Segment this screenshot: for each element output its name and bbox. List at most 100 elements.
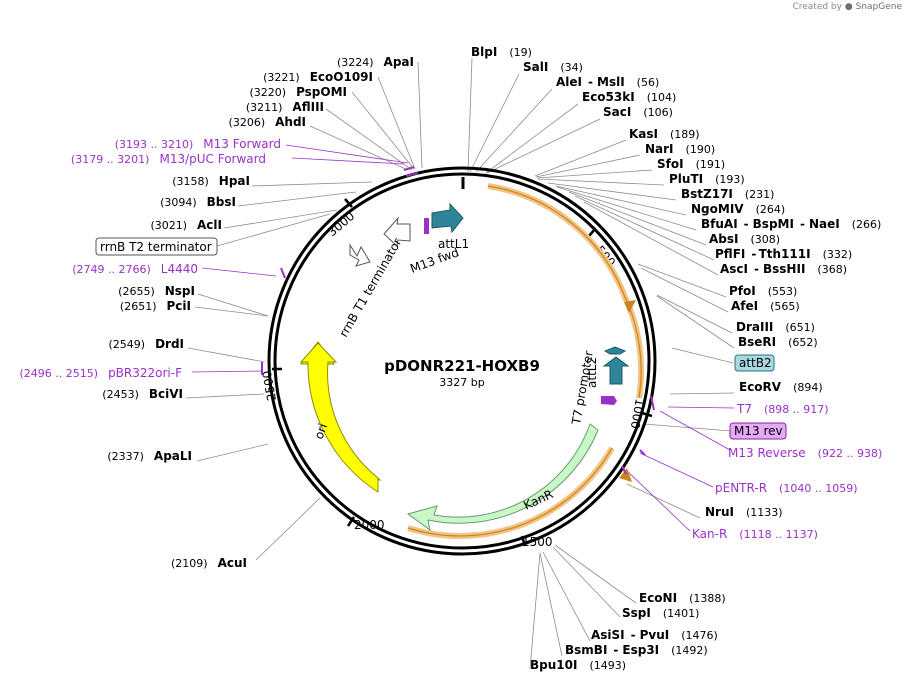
site-pcii[interactable]: PciI — [167, 299, 192, 313]
primer-m13-reverse[interactable]: M13 Reverse — [728, 446, 806, 460]
snapgene-logo-icon: ● — [844, 2, 853, 12]
site-nrui[interactable]: NruI — [705, 505, 734, 519]
svg-text:(3206)AhdI: (3206)AhdI — [229, 115, 306, 129]
site-pvui[interactable]: PvuI — [640, 628, 670, 642]
svg-text:AscI-BssHII(368): AscI-BssHII(368) — [720, 262, 847, 276]
m13-rev-box[interactable] — [729, 422, 787, 440]
site-bsshii[interactable]: BssHII — [763, 262, 805, 276]
site-tth111i[interactable]: Tth111I — [759, 247, 811, 261]
site-afliii[interactable]: AflIII — [292, 100, 324, 114]
site-acli[interactable]: AclI — [197, 218, 222, 232]
site-naei[interactable]: NaeI — [809, 217, 840, 231]
site-saci[interactable]: SacI — [603, 105, 631, 119]
site-bcivi[interactable]: BciVI — [149, 387, 183, 401]
site-asisi[interactable]: AsiSI — [591, 628, 625, 642]
attl1-feature[interactable] — [431, 202, 464, 234]
site-esp3i[interactable]: Esp3I — [622, 643, 659, 657]
primer-m13-puc-forward[interactable]: M13/pUC Forward — [159, 152, 266, 166]
svg-text:(3179 .. 3201)M13/pUC Forward: (3179 .. 3201)M13/pUC Forward — [71, 152, 266, 166]
svg-text:AsiSI-PvuI(1476): AsiSI-PvuI(1476) — [591, 628, 718, 642]
site-beseri[interactable]: BseRI — [738, 335, 776, 349]
site-pflfi[interactable]: PflFI — [715, 247, 745, 261]
site-absi[interactable]: AbsI — [709, 232, 738, 246]
svg-text:(3220)PspOMI: (3220)PspOMI — [249, 85, 347, 99]
svg-text:EcoRV(894): EcoRV(894) — [739, 380, 823, 394]
site-bsmbi[interactable]: BsmBI — [565, 643, 607, 657]
attb2-box[interactable] — [734, 354, 775, 372]
svg-text:SalI(34): SalI(34) — [523, 60, 583, 74]
site-ecorv[interactable]: EcoRV — [739, 380, 782, 394]
svg-text:NruI(1133): NruI(1133) — [705, 505, 783, 519]
site-pluti[interactable]: PluTI — [669, 172, 703, 186]
site-ahdi[interactable]: AhdI — [275, 115, 306, 129]
kanr-feature[interactable] — [406, 423, 599, 532]
svg-text:(3158)HpaI: (3158)HpaI — [172, 174, 250, 188]
rrnb-t1-feature[interactable] — [383, 216, 411, 247]
site-blpi[interactable]: BlpI — [471, 45, 497, 59]
m13-rev-label: M13 rev — [734, 424, 783, 438]
site-asci[interactable]: AscI — [720, 262, 748, 276]
site-hpai[interactable]: HpaI — [219, 174, 250, 188]
tick-label-2500: 2500 — [260, 369, 279, 402]
svg-text:(3211)AflIII: (3211)AflIII — [246, 100, 324, 114]
site-sfoi[interactable]: SfoI — [657, 157, 684, 171]
site-sspi[interactable]: SspI — [622, 606, 651, 620]
site-pfoi[interactable]: PfoI — [729, 284, 756, 298]
svg-text:(3193 .. 3210)M13 Forward: (3193 .. 3210)M13 Forward — [115, 137, 281, 151]
primer-marks — [261, 166, 655, 475]
primer-pbr322ori-f[interactable]: pBR322ori-F — [108, 366, 182, 380]
site-apali[interactable]: ApaLI — [154, 449, 192, 463]
site-bstz17i[interactable]: BstZ17I — [681, 187, 733, 201]
svg-text:SfoI(191): SfoI(191) — [657, 157, 725, 171]
site-draiii[interactable]: DraIII — [736, 320, 773, 334]
svg-text:Eco53kI(104): Eco53kI(104) — [582, 90, 676, 104]
svg-text:Bpu10I(1493): Bpu10I(1493) — [530, 658, 626, 672]
site-bpu10i[interactable]: Bpu10I — [530, 658, 577, 672]
snapgene-credit: Created by ● SnapGene — [792, 2, 902, 12]
svg-text:(3224)ApaI: (3224)ApaI — [337, 55, 414, 69]
svg-text:SspI(1401): SspI(1401) — [622, 606, 699, 620]
site-msli[interactable]: MslI — [597, 75, 625, 89]
site-nari[interactable]: NarI — [645, 142, 674, 156]
svg-text:DraIII(651): DraIII(651) — [736, 320, 815, 334]
svg-text:(2651)PciI: (2651)PciI — [120, 299, 191, 313]
site-sali[interactable]: SalI — [523, 60, 548, 74]
tick-label-1000: 1000 — [628, 397, 647, 430]
site-ngomiv[interactable]: NgoMIV — [691, 202, 744, 216]
site-eco53ki[interactable]: Eco53kI — [582, 90, 635, 104]
rrnb-t2-box[interactable] — [95, 237, 218, 256]
site-pspomi[interactable]: PspOMI — [296, 85, 347, 99]
svg-text:pENTR-R(1040 .. 1059): pENTR-R(1040 .. 1059) — [715, 481, 858, 495]
tick-label-2000: 2000 — [354, 518, 385, 532]
rrnb-t1-small-arrow — [349, 243, 371, 267]
site-drdi[interactable]: DrdI — [155, 337, 184, 351]
primer-leader-lines — [191, 144, 735, 532]
svg-text:(2749 .. 2766)L4440: (2749 .. 2766)L4440 — [72, 262, 198, 276]
site-apai[interactable]: ApaI — [384, 55, 414, 69]
primer-t7[interactable]: T7 — [736, 402, 752, 416]
site-bspmi[interactable]: BspMI — [753, 217, 794, 231]
site-nspi[interactable]: NspI — [165, 284, 195, 298]
site-afei[interactable]: AfeI — [731, 299, 758, 313]
primer-pentr-r[interactable]: pENTR-R — [715, 481, 767, 495]
svg-text:(3094)BbsI: (3094)BbsI — [160, 195, 236, 209]
site-kasi[interactable]: KasI — [629, 127, 658, 141]
primer-m13-forward[interactable]: M13 Forward — [203, 137, 281, 151]
primer-l4440[interactable]: L4440 — [161, 262, 198, 276]
site-bbsi[interactable]: BbsI — [207, 195, 236, 209]
attl2-feature[interactable] — [602, 356, 630, 385]
arc-arrow-head — [624, 300, 636, 313]
ori-label: ori — [312, 422, 330, 441]
site-bfuai[interactable]: BfuAI — [701, 217, 738, 231]
site-alei[interactable]: AleI — [556, 75, 582, 89]
primer-kan-r[interactable]: Kan-R — [692, 527, 727, 541]
position-ticks — [272, 198, 653, 547]
svg-text:NgoMIV(264): NgoMIV(264) — [691, 202, 785, 216]
site-acui[interactable]: AcuI — [218, 556, 247, 570]
svg-text:(3221)EcoO109I: (3221)EcoO109I — [263, 70, 373, 84]
svg-text:EcoNI(1388): EcoNI(1388) — [639, 591, 726, 605]
svg-text:PluTI(193): PluTI(193) — [669, 172, 745, 186]
site-econi[interactable]: EcoNI — [639, 591, 677, 605]
site-ecoo109i[interactable]: EcoO109I — [310, 70, 373, 84]
feature-highlight-arc-right — [621, 293, 645, 399]
